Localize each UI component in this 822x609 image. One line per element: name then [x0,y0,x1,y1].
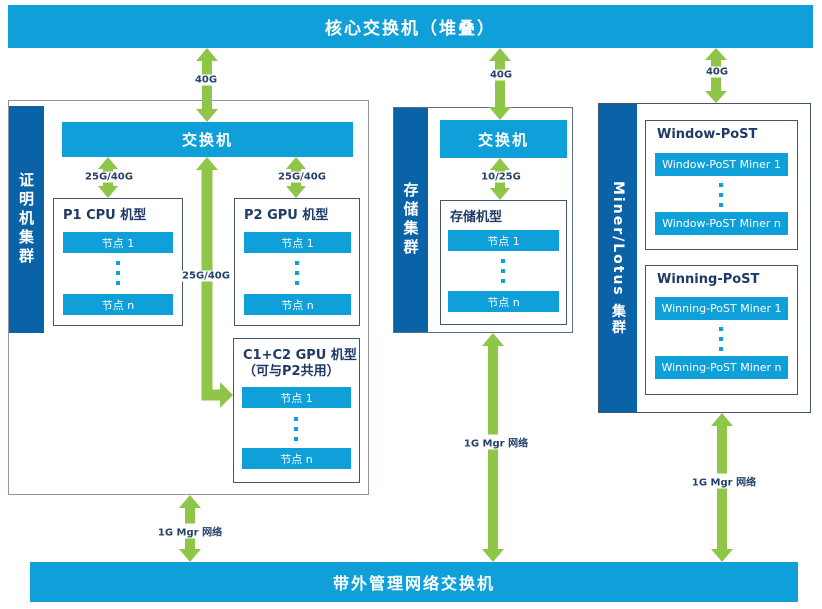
link-label-switch-storage-model: 10/25G [479,171,523,183]
p2-ellipsis-dots [295,261,299,285]
storage-switch-label: 交换机 [477,130,529,149]
core-switch-label: 核心交换机（堆叠） [325,19,496,39]
link-label-miner-mgmt: 1G Mgr 网络 [689,473,759,489]
storage-model-title: 存储机型 [450,210,503,225]
p2-node-1: 节点 1 [244,232,351,253]
window-post-miner-1: Window-PoST Miner 1 [655,153,788,176]
storage-ellipsis-dots [501,259,505,283]
miner-cluster-label-bar: Miner/Lotus 集群 [599,104,637,412]
winning-post-miner-n: Winning-PoST Miner n [655,356,788,379]
link-label-switch-p1: 25G/40G [83,171,135,183]
core-switch-banner: 核心交换机（堆叠） [8,5,813,48]
link-label-core-miner: 40G [703,66,731,78]
window-post-ellipsis-dots [719,183,723,207]
c1c2-node-1: 节点 1 [242,387,351,408]
winning-post-title: Winning-PoST [657,272,760,287]
c1c2-ellipsis-dots [294,417,298,441]
storage-switch-bar: 交换机 [440,120,567,158]
oob-switch-label: 带外管理网络交换机 [332,574,495,593]
proof-switch-bar: 交换机 [62,122,353,157]
window-post-title: Window-PoST [657,127,758,142]
storage-cluster-label: 存储集群 [401,182,420,258]
link-label-switch-p2: 25G/40G [276,171,328,183]
link-label-core-proof: 40G [192,74,220,86]
winning-post-ellipsis-dots [719,327,723,351]
oob-management-switch-banner: 带外管理网络交换机 [30,562,798,602]
proof-switch-label: 交换机 [181,131,233,149]
miner-cluster-label: Miner/Lotus 集群 [610,180,626,336]
p2-node-n: 节点 n [244,294,351,315]
c1c2-node-n: 节点 n [242,448,351,469]
link-label-switch-c1c2: 25G/40G [180,270,232,282]
proof-cluster-label-bar: 证明机集群 [9,106,44,333]
link-label-core-storage: 40G [487,69,515,81]
c1c2-title-line2: （可与P2共用） [243,364,340,379]
storage-node-n: 节点 n [448,291,559,312]
storage-cluster-label-bar: 存储集群 [394,108,428,332]
p1-ellipsis-dots [116,261,120,285]
p1-node-1: 节点 1 [63,232,173,253]
proof-cluster-label: 证明机集群 [17,172,35,267]
p1-cpu-title: P1 CPU 机型 [63,208,147,223]
p2-gpu-title: P2 GPU 机型 [244,208,329,223]
p1-node-n: 节点 n [63,294,173,315]
c1c2-title-line1: C1+C2 GPU 机型 [243,348,357,363]
link-label-proof-mgmt: 1G Mgr 网络 [155,523,225,539]
storage-node-1: 节点 1 [448,230,559,251]
link-label-storage-mgmt: 1G Mgr 网络 [461,434,531,450]
winning-post-miner-1: Winning-PoST Miner 1 [655,297,788,320]
window-post-miner-n: Window-PoST Miner n [655,212,788,235]
